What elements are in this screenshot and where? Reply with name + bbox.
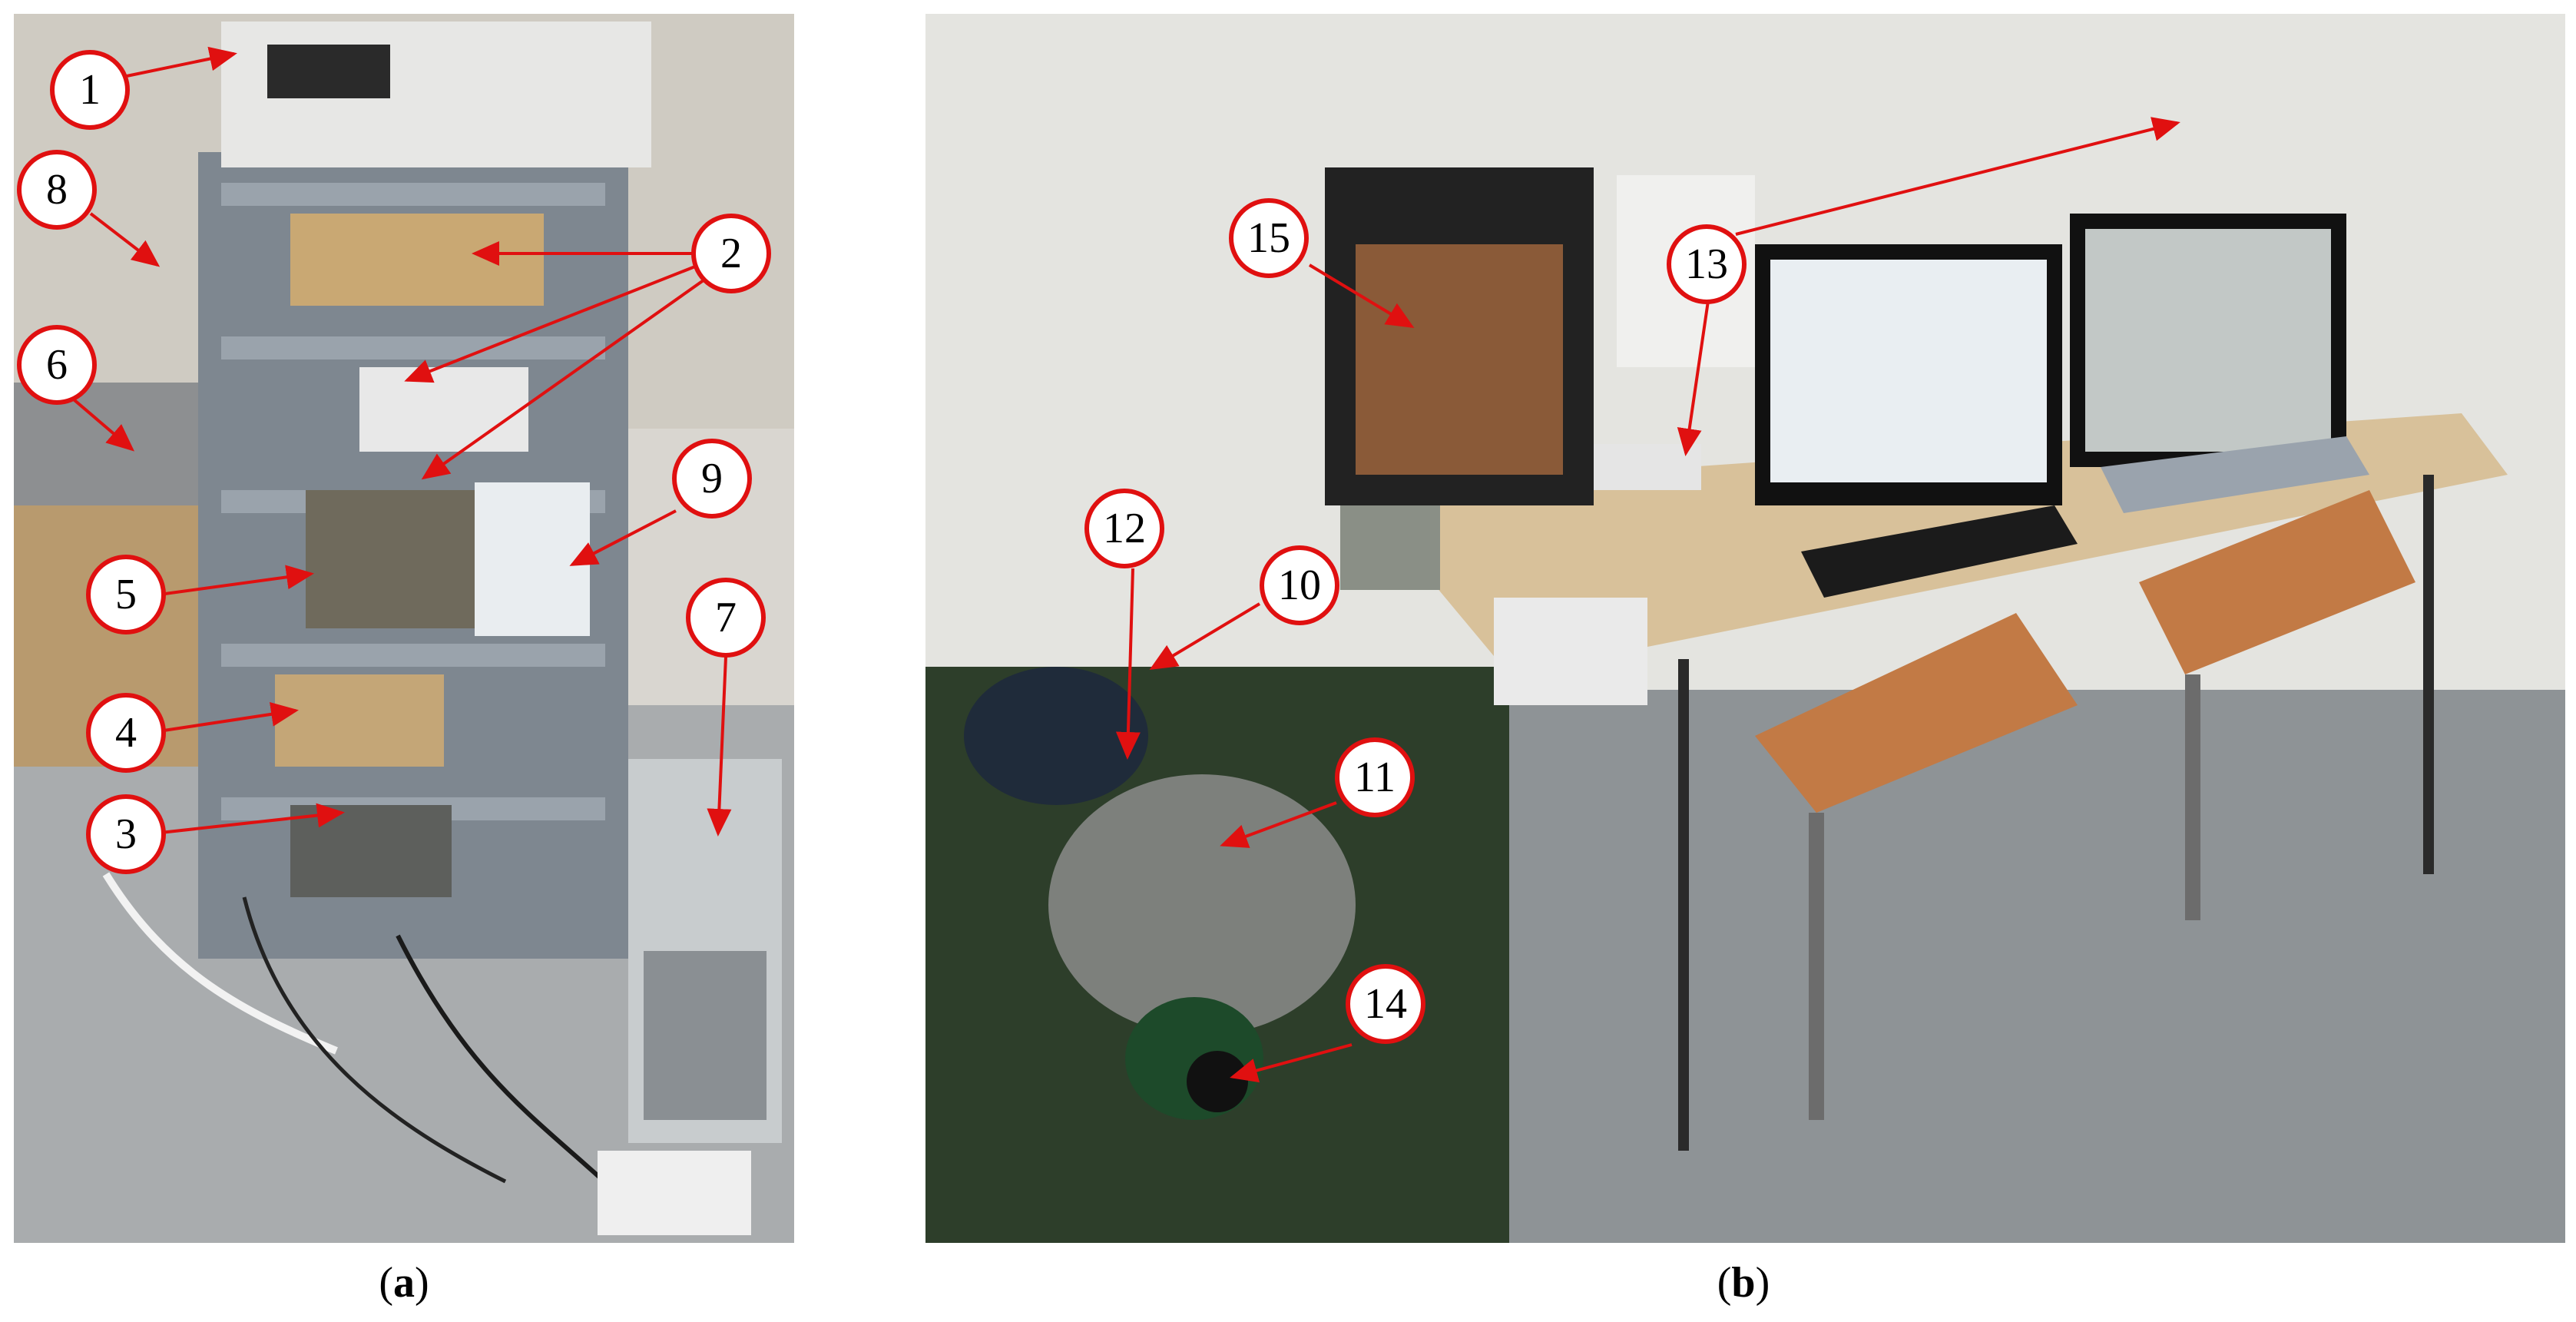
- marker-15: 15: [1229, 198, 1309, 278]
- lab-desk-motor-photo: [925, 14, 2565, 1243]
- marker-10: 10: [1260, 545, 1339, 625]
- marker-11: 11: [1335, 737, 1415, 817]
- caption-a: (a): [379, 1259, 429, 1307]
- marker-7: 7: [686, 578, 766, 658]
- photo-panel-b: [925, 14, 2565, 1243]
- marker-4: 4: [86, 693, 166, 773]
- marker-14: 14: [1346, 964, 1425, 1044]
- marker-9: 9: [672, 439, 752, 519]
- marker-2: 2: [691, 214, 771, 293]
- marker-5: 5: [86, 555, 166, 634]
- marker-1: 1: [50, 50, 130, 130]
- marker-8: 8: [17, 150, 97, 230]
- marker-3: 3: [86, 794, 166, 874]
- marker-6: 6: [17, 325, 97, 405]
- marker-13: 13: [1667, 224, 1747, 304]
- caption-b: (b): [1717, 1259, 1770, 1307]
- marker-12: 12: [1084, 489, 1164, 568]
